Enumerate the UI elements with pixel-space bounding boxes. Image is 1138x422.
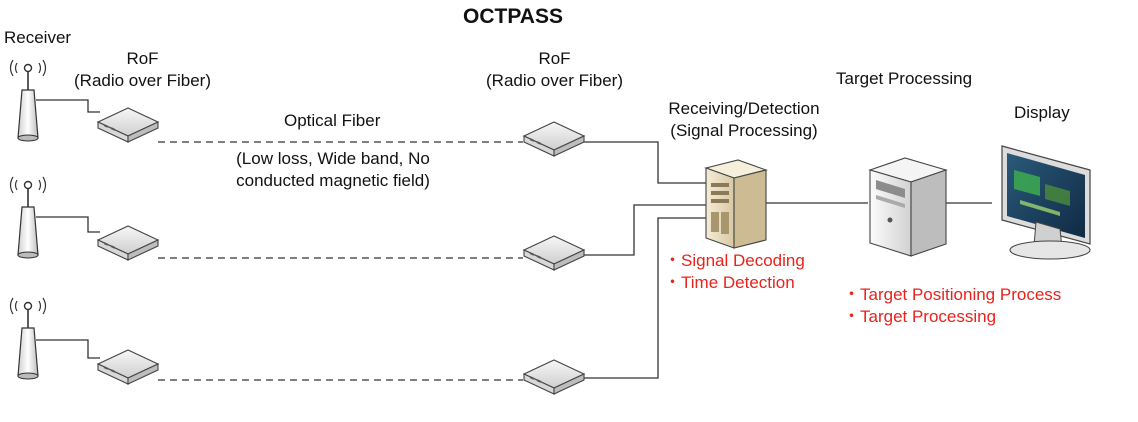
link-antenna3-rof bbox=[36, 339, 100, 359]
rof-unit-left-1 bbox=[97, 107, 159, 143]
optical-fiber-description: (Low loss, Wide band, No conducted magne… bbox=[196, 148, 470, 192]
rof-right-label: RoF (Radio over Fiber) bbox=[467, 48, 642, 92]
rof-unit-left-2 bbox=[97, 225, 159, 261]
link-rof2-tower bbox=[583, 204, 706, 256]
rof-unit-left-3 bbox=[97, 349, 159, 385]
link-rof3-tower bbox=[583, 217, 706, 379]
rof-left-label: RoF (Radio over Fiber) bbox=[55, 48, 230, 92]
connections bbox=[36, 99, 992, 381]
receiver-tower-icon bbox=[704, 159, 768, 249]
display-monitor-icon bbox=[1001, 145, 1091, 260]
link-antenna1-rof bbox=[36, 99, 100, 113]
rof-unit-right-3 bbox=[523, 359, 585, 395]
display-label: Display bbox=[1014, 103, 1070, 122]
link-antenna2-rof bbox=[36, 216, 100, 233]
link-rof1-tower bbox=[583, 141, 706, 184]
target-bullets: ・Target Positioning Process ・Target Proc… bbox=[843, 284, 1061, 328]
bullet-target-processing: ・Target Processing bbox=[843, 307, 997, 326]
optical-fiber-label: Optical Fiber bbox=[284, 111, 381, 130]
receiving-detection-label: Receiving/Detection (Signal Processing) bbox=[650, 98, 838, 142]
rof-right-line1: RoF bbox=[538, 49, 571, 68]
rof-right-line2: (Radio over Fiber) bbox=[486, 71, 623, 90]
diagram-title: OCTPASS bbox=[463, 5, 563, 28]
bullet-target-positioning: ・Target Positioning Process bbox=[843, 285, 1062, 304]
fiber-desc-line1: (Low loss, Wide band, No bbox=[236, 149, 430, 168]
receiving-line2: (Signal Processing) bbox=[670, 121, 818, 140]
receiver-label: Receiver bbox=[4, 28, 72, 47]
bullet-time-detection: ・Time Detection bbox=[664, 273, 795, 292]
target-processing-label: Target Processing bbox=[836, 69, 973, 88]
rof-unit-right-1 bbox=[523, 121, 585, 157]
server-icon bbox=[868, 157, 948, 257]
rof-unit-right-2 bbox=[523, 235, 585, 271]
fiber-desc-line2: conducted magnetic field) bbox=[236, 171, 430, 190]
rof-left-line1: RoF bbox=[126, 49, 159, 68]
antenna-3 bbox=[9, 297, 47, 380]
rof-left-line2: (Radio over Fiber) bbox=[74, 71, 211, 90]
bullet-signal-decoding: ・Signal Decoding bbox=[664, 251, 805, 270]
receiving-bullets: ・Signal Decoding ・Time Detection bbox=[664, 250, 805, 294]
receiving-line1: Receiving/Detection bbox=[668, 99, 820, 118]
